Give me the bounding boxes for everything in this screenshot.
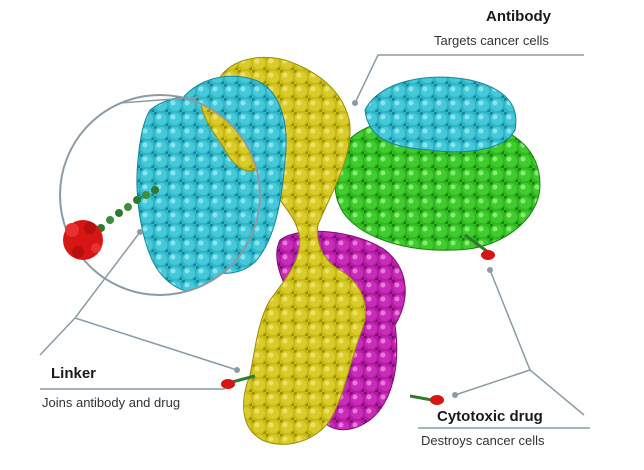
antibody-label-subtitle: Targets cancer cells xyxy=(434,33,549,48)
yellow-heavy-chain xyxy=(214,56,367,445)
drug-linker-right-stem xyxy=(409,394,444,405)
linker-label-title: Linker xyxy=(51,365,97,382)
cyan-light-chain-right xyxy=(364,76,517,153)
antibody-label-title: Antibody xyxy=(486,8,551,25)
drug-label-title: Cytotoxic drug xyxy=(437,408,543,425)
antibody-callout xyxy=(352,54,584,106)
linker-callout xyxy=(39,229,240,390)
zoom-drug-molecule xyxy=(63,220,103,260)
linker-label-subtitle: Joins antibody and drug xyxy=(42,395,181,410)
zoom-circle xyxy=(59,94,261,296)
drug-callout xyxy=(418,267,590,429)
drug-label-subtitle: Destroys cancer cells xyxy=(421,433,545,448)
zoom-view xyxy=(60,95,260,295)
zoom-connector-line xyxy=(119,96,201,104)
drug-linker-right-arm xyxy=(464,233,495,260)
zoom-linker-chain xyxy=(97,186,159,232)
drug-linker-left-stem xyxy=(221,374,256,389)
